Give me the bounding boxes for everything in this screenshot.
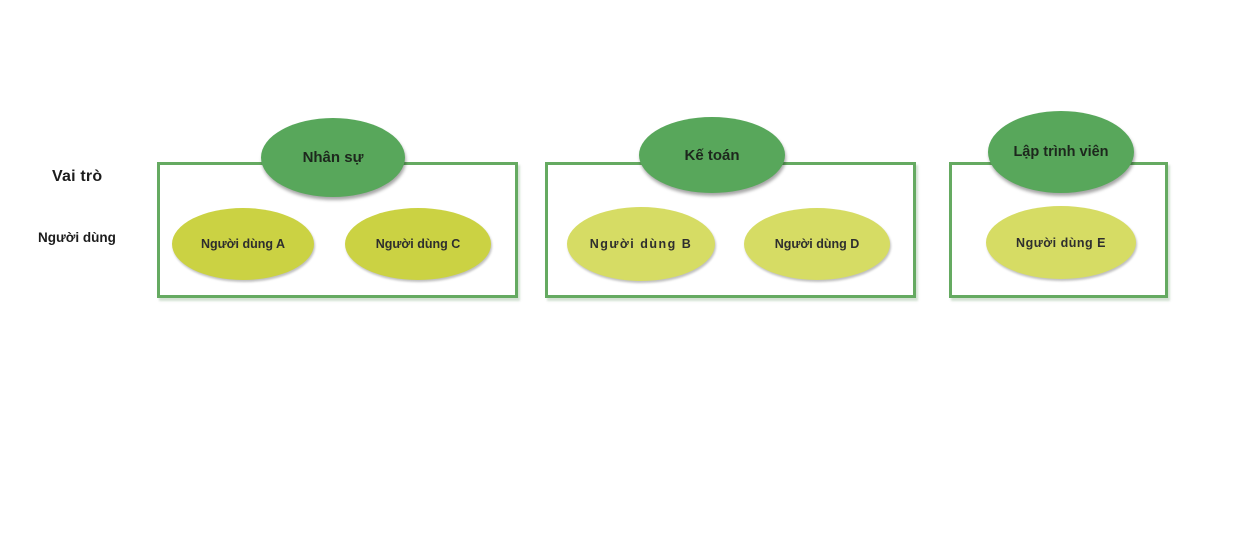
row-label-role: Vai trò	[52, 168, 103, 185]
role-ellipse-ke-toan: Kế toán	[639, 117, 785, 193]
role-ellipse-nhan-su: Nhân sự	[261, 118, 405, 197]
user-ellipse-b: Người dùng B	[567, 207, 715, 281]
user-ellipse-a: Người dùng A	[172, 208, 314, 280]
user-ellipse-c: Người dùng C	[345, 208, 491, 280]
role-ellipse-lap-trinh-vien: Lập trình viên	[988, 111, 1134, 193]
user-ellipse-d: Người dùng D	[744, 208, 890, 280]
row-label-users: Người dùng	[38, 230, 116, 245]
user-ellipse-e: Người dùng E	[986, 206, 1136, 279]
